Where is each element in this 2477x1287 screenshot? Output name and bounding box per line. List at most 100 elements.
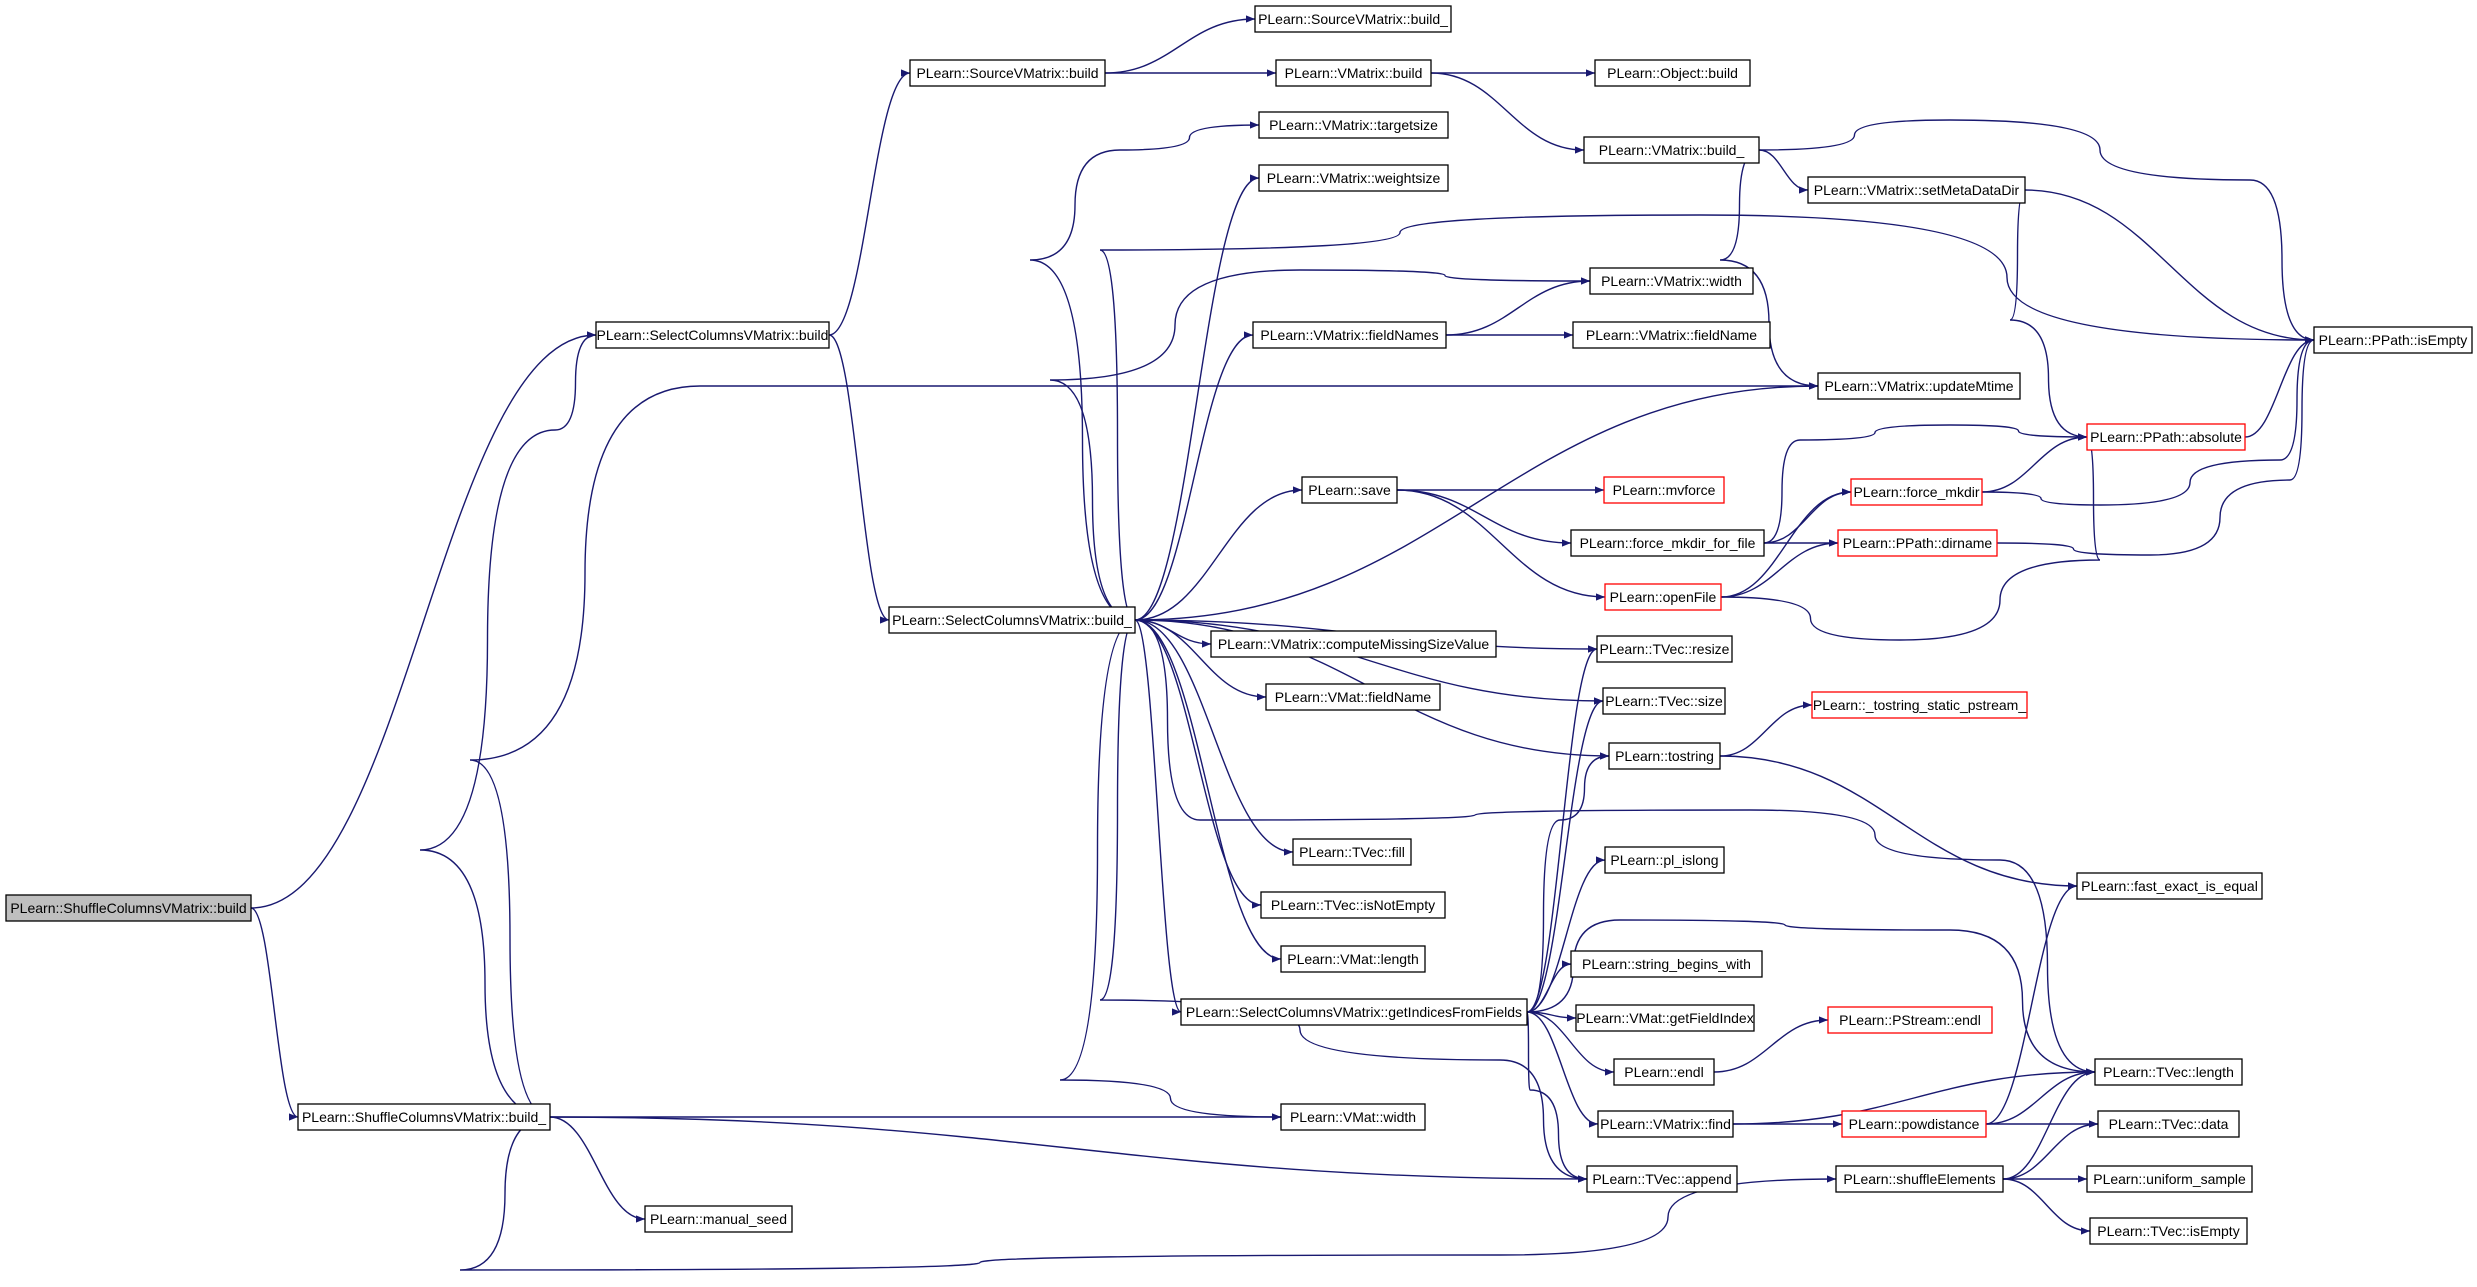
node-vmatrix_build_[interactable]: PLearn::VMatrix::build_ bbox=[1583, 136, 1760, 164]
node-tvec_isEmpty[interactable]: PLearn::TVec::isEmpty bbox=[2089, 1217, 2248, 1245]
node-tvec_append[interactable]: PLearn::TVec::append bbox=[1586, 1165, 1738, 1193]
node-setMetaDataDir[interactable]: PLearn::VMatrix::setMetaDataDir bbox=[1807, 176, 2026, 204]
node-box[interactable] bbox=[909, 59, 1106, 87]
node-box[interactable] bbox=[1575, 1004, 1755, 1032]
node-select_build_[interactable]: PLearn::SelectColumnsVMatrix::build_ bbox=[888, 606, 1136, 634]
node-tostring_static[interactable]: PLearn::_tostring_static_pstream_ bbox=[1811, 691, 2028, 719]
node-box[interactable] bbox=[2089, 1217, 2248, 1245]
node-pl_islong[interactable]: PLearn::pl_islong bbox=[1604, 846, 1725, 874]
node-box[interactable] bbox=[1827, 1006, 1993, 1034]
node-box[interactable] bbox=[1807, 176, 2026, 204]
node-ppath_absolute[interactable]: PLearn::PPath::absolute bbox=[2086, 423, 2246, 451]
node-pstream_endl[interactable]: PLearn::PStream::endl bbox=[1827, 1006, 1993, 1034]
node-box[interactable] bbox=[297, 1103, 551, 1131]
node-box[interactable] bbox=[1811, 691, 2028, 719]
node-vmatrix_build[interactable]: PLearn::VMatrix::build bbox=[1275, 59, 1432, 87]
node-box[interactable] bbox=[2313, 326, 2473, 354]
node-manual_seed[interactable]: PLearn::manual_seed bbox=[644, 1205, 793, 1233]
node-box[interactable] bbox=[1265, 683, 1441, 711]
node-box[interactable] bbox=[1280, 945, 1426, 973]
node-box[interactable] bbox=[1589, 267, 1754, 295]
node-computeMissing[interactable]: PLearn::VMatrix::computeMissingSizeValue bbox=[1210, 630, 1497, 658]
node-box[interactable] bbox=[595, 321, 830, 349]
node-box[interactable] bbox=[1613, 1058, 1715, 1086]
node-box[interactable] bbox=[1275, 59, 1432, 87]
node-box[interactable] bbox=[2097, 1110, 2240, 1138]
node-box[interactable] bbox=[1817, 372, 2021, 400]
node-box[interactable] bbox=[2076, 872, 2263, 900]
node-tvec_size[interactable]: PLearn::TVec::size bbox=[1602, 687, 1726, 715]
node-vmat_fieldName[interactable]: PLearn::VMat::fieldName bbox=[1265, 683, 1441, 711]
node-box[interactable] bbox=[2086, 1165, 2253, 1193]
node-tvec_resize[interactable]: PLearn::TVec::resize bbox=[1596, 635, 1733, 663]
node-box[interactable] bbox=[1258, 111, 1449, 139]
node-box[interactable] bbox=[1594, 59, 1751, 87]
node-ppath_isEmpty[interactable]: PLearn::PPath::isEmpty bbox=[2313, 326, 2473, 354]
node-box[interactable] bbox=[888, 606, 1136, 634]
node-box[interactable] bbox=[1280, 1103, 1426, 1131]
node-box[interactable] bbox=[1210, 630, 1497, 658]
node-tostring[interactable]: PLearn::tostring bbox=[1608, 742, 1721, 770]
node-shuffle_build_[interactable]: PLearn::ShuffleColumnsVMatrix::build_ bbox=[297, 1103, 551, 1131]
node-box[interactable] bbox=[1180, 998, 1528, 1026]
node-endl[interactable]: PLearn::endl bbox=[1613, 1058, 1715, 1086]
node-box[interactable] bbox=[1841, 1110, 1987, 1138]
node-vmat_width[interactable]: PLearn::VMat::width bbox=[1280, 1103, 1426, 1131]
node-box[interactable] bbox=[1835, 1165, 2004, 1193]
node-box[interactable] bbox=[644, 1205, 793, 1233]
node-updateMtime[interactable]: PLearn::VMatrix::updateMtime bbox=[1817, 372, 2021, 400]
node-vmat_length[interactable]: PLearn::VMat::length bbox=[1280, 945, 1426, 973]
node-weightsize[interactable]: PLearn::VMatrix::weightsize bbox=[1258, 164, 1449, 192]
node-fieldNames[interactable]: PLearn::VMatrix::fieldNames bbox=[1252, 321, 1447, 349]
node-force_mkdir[interactable]: PLearn::force_mkdir bbox=[1850, 478, 1983, 506]
node-source_build[interactable]: PLearn::SourceVMatrix::build bbox=[909, 59, 1106, 87]
node-shuffleElements[interactable]: PLearn::shuffleElements bbox=[1835, 1165, 2004, 1193]
node-box[interactable] bbox=[1572, 321, 1771, 349]
node-box[interactable] bbox=[1603, 476, 1725, 504]
node-vmatrix_width[interactable]: PLearn::VMatrix::width bbox=[1589, 267, 1754, 295]
node-save[interactable]: PLearn::save bbox=[1301, 476, 1398, 504]
node-object_build[interactable]: PLearn::Object::build bbox=[1594, 59, 1751, 87]
node-uniform_sample[interactable]: PLearn::uniform_sample bbox=[2086, 1165, 2253, 1193]
node-box[interactable] bbox=[1608, 742, 1721, 770]
node-getIndices[interactable]: PLearn::SelectColumnsVMatrix::getIndices… bbox=[1180, 998, 1528, 1026]
node-box[interactable] bbox=[1570, 529, 1765, 557]
node-box[interactable] bbox=[1602, 687, 1726, 715]
node-box[interactable] bbox=[1258, 164, 1449, 192]
node-vmatrix_fieldName[interactable]: PLearn::VMatrix::fieldName bbox=[1572, 321, 1771, 349]
node-ppath_dirname[interactable]: PLearn::PPath::dirname bbox=[1837, 529, 1998, 557]
node-box[interactable] bbox=[1301, 476, 1398, 504]
node-tvec_length[interactable]: PLearn::TVec::length bbox=[2094, 1058, 2243, 1086]
node-box[interactable] bbox=[1597, 1110, 1734, 1138]
node-tvec_data[interactable]: PLearn::TVec::data bbox=[2097, 1110, 2240, 1138]
node-box[interactable] bbox=[1850, 478, 1983, 506]
node-box[interactable] bbox=[1252, 321, 1447, 349]
node-box[interactable] bbox=[1292, 838, 1412, 866]
node-force_mkdir_for_file[interactable]: PLearn::force_mkdir_for_file bbox=[1570, 529, 1765, 557]
node-box[interactable] bbox=[1596, 635, 1733, 663]
node-isNotEmpty[interactable]: PLearn::TVec::isNotEmpty bbox=[1260, 891, 1446, 919]
node-openFile[interactable]: PLearn::openFile bbox=[1604, 583, 1722, 611]
node-box[interactable] bbox=[2094, 1058, 2243, 1086]
node-box[interactable] bbox=[1604, 846, 1725, 874]
node-box[interactable] bbox=[1837, 529, 1998, 557]
node-string_begins_with[interactable]: PLearn::string_begins_with bbox=[1570, 950, 1763, 978]
node-powdistance[interactable]: PLearn::powdistance bbox=[1841, 1110, 1987, 1138]
node-box[interactable] bbox=[1570, 950, 1763, 978]
node-vmatrix_find[interactable]: PLearn::VMatrix::find bbox=[1597, 1110, 1734, 1138]
node-source_build_[interactable]: PLearn::SourceVMatrix::build_ bbox=[1254, 5, 1452, 33]
node-box[interactable] bbox=[1254, 5, 1452, 33]
node-select_build[interactable]: PLearn::SelectColumnsVMatrix::build bbox=[595, 321, 830, 349]
node-shuffle_build[interactable]: PLearn::ShuffleColumnsVMatrix::build bbox=[5, 894, 252, 922]
node-box[interactable] bbox=[2086, 423, 2246, 451]
node-mvforce[interactable]: PLearn::mvforce bbox=[1603, 476, 1725, 504]
node-targetsize[interactable]: PLearn::VMatrix::targetsize bbox=[1258, 111, 1449, 139]
node-box[interactable] bbox=[1260, 891, 1446, 919]
node-box[interactable] bbox=[1583, 136, 1760, 164]
node-fast_exact_is_equal[interactable]: PLearn::fast_exact_is_equal bbox=[2076, 872, 2263, 900]
node-tvec_fill[interactable]: PLearn::TVec::fill bbox=[1292, 838, 1412, 866]
node-getFieldIndex[interactable]: PLearn::VMat::getFieldIndex bbox=[1575, 1004, 1755, 1032]
node-box[interactable] bbox=[5, 894, 252, 922]
node-box[interactable] bbox=[1586, 1165, 1738, 1193]
node-box[interactable] bbox=[1604, 583, 1722, 611]
